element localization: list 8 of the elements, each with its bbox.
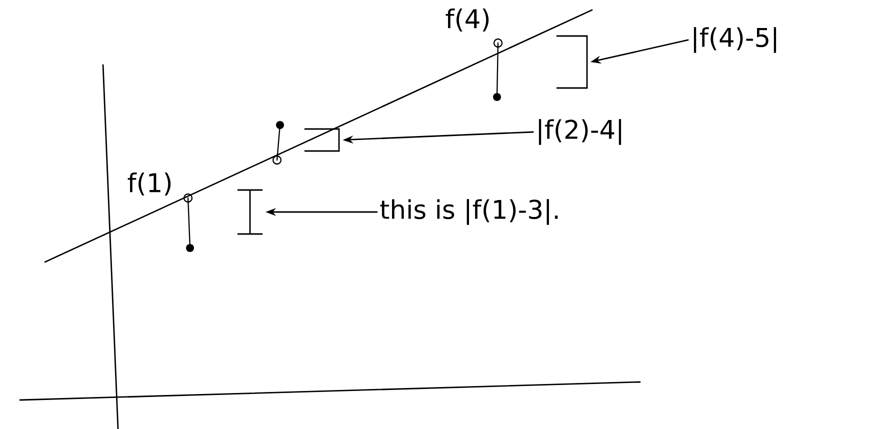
annotation-text: |f(4)-5| <box>694 27 776 53</box>
point-label: f(1) <box>128 172 171 196</box>
point-label: f(4) <box>446 8 489 32</box>
bracket <box>556 35 588 89</box>
annotation-text: |f(2)-4| <box>538 119 622 145</box>
annotation-text: this is |f(1)-3|. <box>380 199 558 225</box>
bracket <box>304 128 340 152</box>
bracket <box>237 189 263 235</box>
